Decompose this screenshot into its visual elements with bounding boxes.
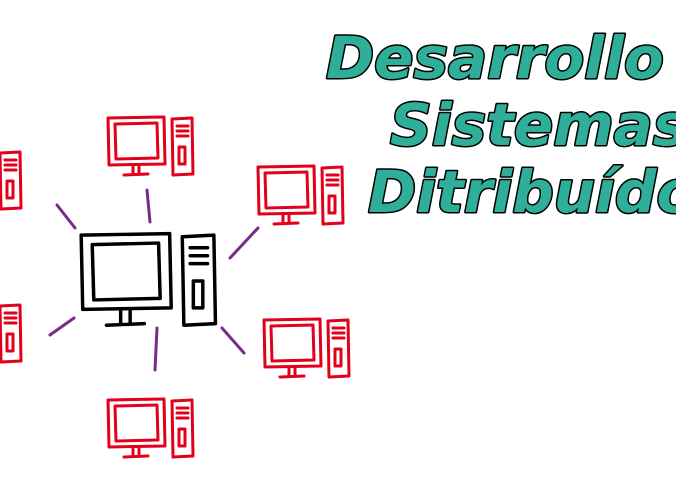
tower-slot (327, 194, 337, 215)
tower-case (170, 116, 195, 177)
tower-drive-bays (331, 326, 346, 340)
connection-line (145, 188, 152, 224)
computers (0, 115, 351, 459)
tower-drive-bays (3, 158, 18, 172)
monitor-stand (122, 445, 150, 459)
monitor-stand (272, 212, 300, 226)
tower-slot (191, 279, 205, 310)
tower-slot (5, 179, 15, 200)
client-computer-icon (0, 303, 23, 364)
server-computer-icon (79, 231, 218, 327)
tower-case (180, 233, 218, 327)
tower-case (0, 303, 23, 364)
monitor-screen (90, 241, 162, 302)
tower-slot (333, 347, 343, 368)
connection-line (55, 203, 77, 230)
title-line-3: Ditribuídos (368, 158, 676, 226)
tower-drive-bays (325, 173, 340, 187)
client-computer-icon (262, 317, 351, 379)
tower-case (0, 150, 23, 211)
tower-drive-bays (188, 246, 210, 266)
monitor-screen (113, 121, 160, 161)
monitor-screen (263, 170, 310, 210)
monitor-screen (113, 403, 160, 443)
connection-line (153, 326, 159, 372)
tower-case (170, 398, 195, 459)
tower-slot (177, 427, 187, 448)
tower-case (320, 165, 345, 226)
tower-drive-bays (175, 406, 190, 420)
monitor-frame (256, 164, 317, 216)
monitor-frame (106, 397, 167, 449)
title-line-2: Sistemas (390, 91, 676, 159)
client-computer-icon (256, 164, 345, 226)
client-computer-icon (106, 115, 195, 177)
tower-case (326, 318, 351, 379)
monitor-frame (79, 231, 173, 312)
connection-line (220, 326, 246, 355)
connection-line (48, 316, 76, 337)
client-computer-icon (106, 397, 195, 459)
monitor-frame (106, 115, 167, 167)
tower-drive-bays (175, 124, 190, 138)
title: Desarrollo de Sistemas Ditribuídos (325, 23, 676, 228)
monitor-frame (262, 317, 323, 369)
connection-links (48, 188, 260, 372)
tower-drive-bays (3, 311, 18, 325)
title-line-1: Desarrollo de (326, 24, 676, 92)
monitor-stand (104, 307, 147, 327)
tower-slot (177, 145, 187, 166)
connection-line (228, 226, 260, 260)
monitor-stand (278, 365, 306, 379)
tower-slot (5, 332, 15, 353)
monitor-stand (122, 163, 150, 177)
monitor-screen (269, 323, 316, 363)
client-computer-icon (0, 150, 23, 211)
